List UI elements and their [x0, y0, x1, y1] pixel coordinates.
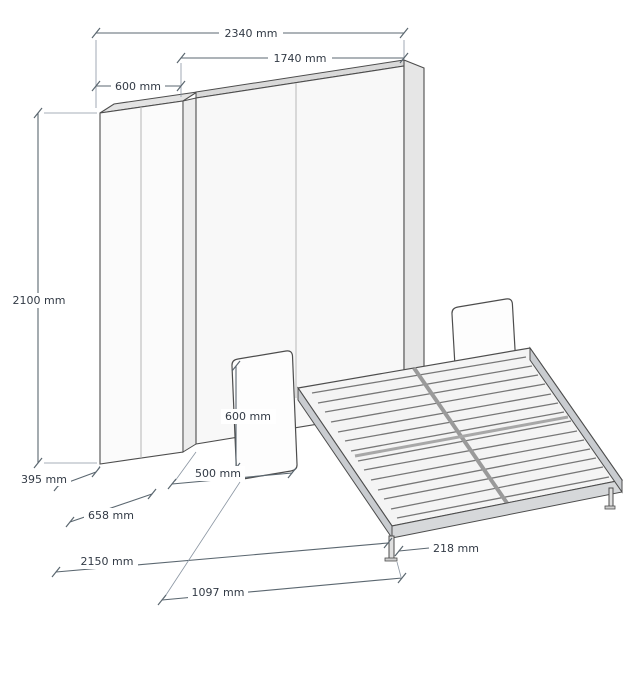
bed-mid-crossbar [354, 415, 569, 458]
bed-leg-right [608, 487, 614, 509]
dim-leg-height-label: 218 mm [433, 542, 479, 555]
dim-side-panel-height-label: 600 mm [225, 410, 271, 423]
bed-leg-right-foot [604, 505, 616, 510]
dim-closed-depth-label: 395 mm [21, 473, 67, 486]
dim-bed-section-width: 1740 mm [176, 51, 409, 65]
dim-side-panel-height: 600 mm [221, 360, 276, 474]
dim-open-depth: 2150 mm [51, 537, 393, 578]
dim-bed-floor-length: 1097 mm [157, 481, 407, 606]
dim-open-depth-label: 2150 mm [81, 555, 134, 568]
dim-overall-width: 2340 mm [91, 26, 409, 40]
wardrobe [99, 91, 198, 465]
dim-depth-with-panel: 658 mm [65, 488, 157, 528]
cabinet-right-side-wall [403, 59, 425, 415]
dim-depth-with-panel-label: 658 mm [88, 509, 134, 522]
dim-bed-section-width-label: 1740 mm [274, 52, 327, 65]
dim-wardrobe-width-label: 600 mm [115, 80, 161, 93]
dim-side-panel-depth: 500 mm [167, 451, 297, 490]
bed-rail-right [529, 346, 623, 494]
dim-leg-height: 218 mm [394, 541, 483, 557]
bed-leg-front-foot [384, 557, 398, 562]
dim-overall-height-label: 2100 mm [13, 294, 66, 307]
bed-legs [384, 487, 616, 562]
bed-platform [296, 346, 624, 540]
dim-overall-width-label: 2340 mm [225, 27, 278, 40]
dim-wardrobe-width: 600 mm [91, 79, 186, 93]
dimension-annotations: 2340 mm 1740 mm 600 mm 2100 mm [10, 26, 483, 606]
dim-overall-height: 2100 mm [10, 107, 97, 469]
cabinet-junction-strip [182, 97, 197, 453]
bed-leg-front [388, 535, 395, 561]
dim-closed-depth: 395 mm [17, 465, 101, 492]
dim-bed-floor-length-label: 1097 mm [192, 586, 245, 599]
dim-side-panel-depth-label: 500 mm [195, 467, 241, 480]
